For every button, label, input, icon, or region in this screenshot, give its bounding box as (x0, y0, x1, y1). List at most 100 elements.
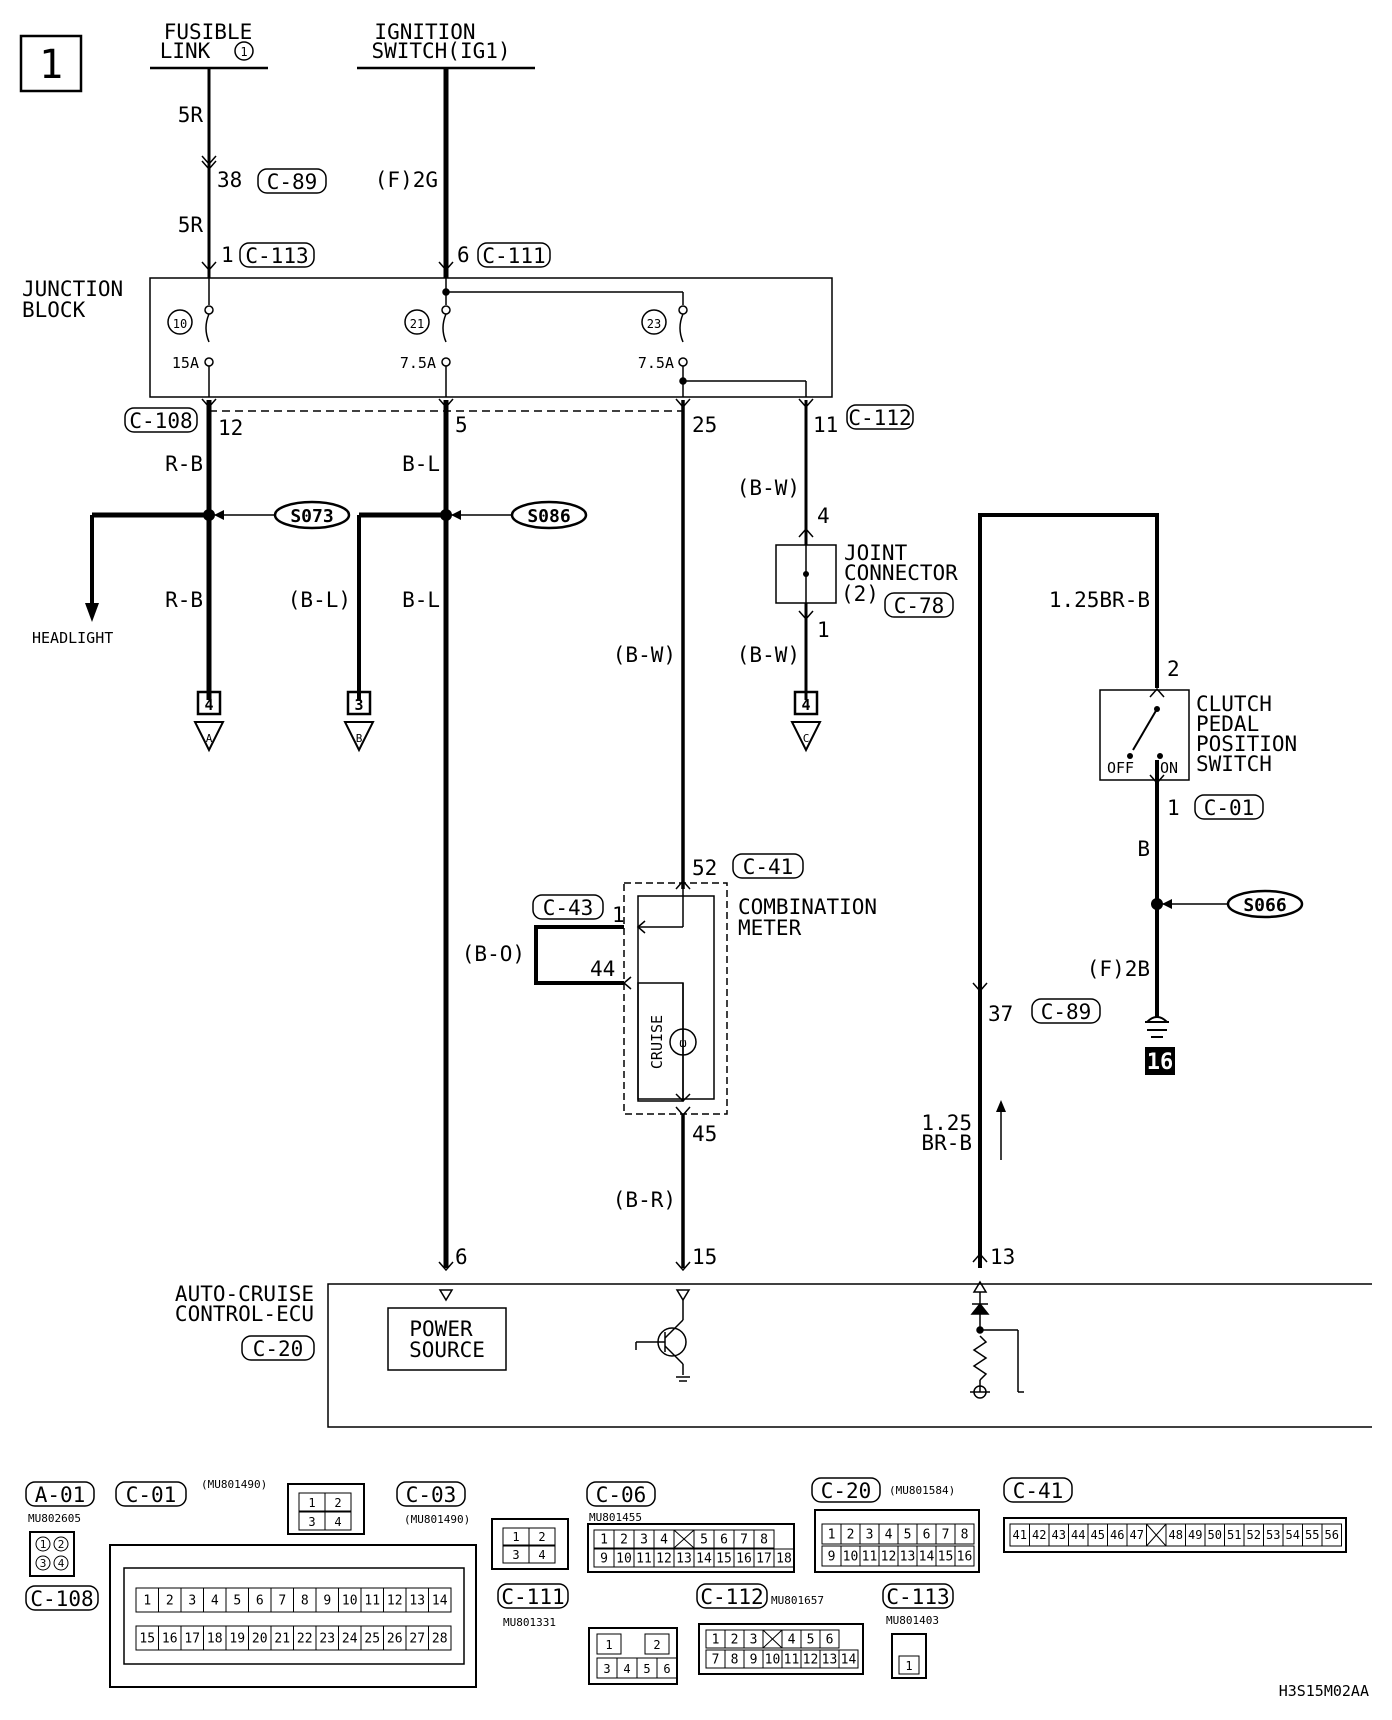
wire-brb-top: 1.25BR-B (1049, 588, 1150, 612)
c01-row2-pin: 26 (387, 1632, 403, 1647)
c01-row2-pin: 23 (319, 1632, 335, 1647)
tag-c43-text: C-43 (543, 896, 594, 920)
c06-row2-cell (773, 1548, 795, 1568)
c20-row2-pin: 14 (919, 1550, 935, 1565)
continuation-c: 4 C (790, 690, 822, 753)
wire-fuse-23 (675, 398, 691, 889)
splice-s086-label: S086 (527, 506, 570, 527)
clutch-switch-line3: POSITION (1196, 732, 1297, 756)
pin-44: 44 (590, 957, 615, 981)
wire-bw-b: (B-W) (613, 643, 676, 667)
c01-small-pin-3: 3 (308, 1515, 315, 1529)
c112-row1-pin: 5 (807, 1633, 815, 1648)
c20-row1-pin: 4 (885, 1528, 893, 1543)
c01-row2-pin: 21 (274, 1632, 290, 1647)
combination-meter-line1: COMBINATION (738, 895, 877, 919)
c111-part: MU801331 (503, 1616, 556, 1629)
continuation-a-box: 4 (204, 696, 213, 714)
c111-pin-4: 4 (623, 1662, 630, 1676)
c20-row1-pin: 5 (904, 1528, 912, 1543)
c06-row1-pin: 5 (700, 1533, 708, 1548)
c01-row1-pin: 9 (323, 1594, 331, 1609)
c111-pin-2: 2 (653, 1638, 660, 1652)
pin-25: 25 (692, 413, 717, 437)
connector-c111: C-111 MU801331 1 2 3 4 5 6 (497, 1583, 678, 1685)
c03-pin-1: 1 (512, 1530, 519, 1544)
joint-connector-line1: JOINT (844, 541, 908, 565)
c01-row2-pin: 17 (184, 1632, 200, 1647)
splice-s066: S066 (1151, 889, 1304, 919)
c06-row2-pin: 15 (716, 1552, 732, 1567)
c06-row2-pin: 9 (600, 1552, 608, 1567)
continuation-c-box: 4 (801, 696, 810, 714)
c01-row1-pin: 3 (188, 1594, 196, 1609)
switch-on: ON (1160, 759, 1178, 777)
connector-c113: C-113 MU801403 1 (882, 1583, 954, 1679)
current-direction-arrow (996, 1100, 1006, 1160)
splice-s073: S073 (85, 500, 351, 622)
pin-1-jc: 1 (817, 618, 830, 642)
wire-b: B (1137, 837, 1150, 861)
c01-row2-pin: 20 (252, 1632, 268, 1647)
pin-1-c113: 1 (221, 243, 234, 267)
fuse-21-num: 21 (410, 317, 424, 331)
cruise-label: CRUISE (648, 1015, 666, 1069)
c06-row2-pin: 13 (676, 1552, 692, 1567)
wire-br: (B-R) (613, 1188, 676, 1212)
continuation-a: 4 A (193, 690, 225, 753)
c06-row2-pin: 18 (776, 1552, 792, 1567)
c20-row2-pin: 12 (881, 1550, 897, 1565)
c06-row1-pin: 3 (640, 1533, 648, 1548)
c01-small-pin-1: 1 (308, 1496, 315, 1510)
c112-row1-pin: 1 (712, 1633, 720, 1648)
c06-row1-pin: 7 (740, 1533, 748, 1548)
c20-row1-pin: 6 (923, 1528, 931, 1543)
c01-row1-pin: 1 (143, 1594, 151, 1609)
c01-row1-pin: 14 (432, 1594, 448, 1609)
joint-connector: JOINT CONNECTOR (2) (775, 541, 958, 606)
junction-block-line2: BLOCK (22, 298, 86, 322)
a01-pin-2: 2 (58, 1538, 65, 1551)
fusible-link-num: 1 (240, 45, 247, 59)
c03-pin-2: 2 (538, 1530, 545, 1544)
c01-row1-pin: 10 (342, 1594, 358, 1609)
c01-row2-cell (428, 1625, 452, 1651)
pin-13: 13 (990, 1245, 1015, 1269)
ecu-line2: CONTROL-ECU (175, 1302, 314, 1326)
pin-37: 37 (988, 1002, 1013, 1026)
c06-row1-pin: 1 (600, 1533, 608, 1548)
c112-row1-pin: 4 (788, 1633, 796, 1648)
c03-part: (MU801490) (404, 1513, 470, 1526)
c41-row-pin: 44 (1071, 1528, 1085, 1542)
c01-row2-pin: 16 (162, 1632, 178, 1647)
wire-bw-c: (B-W) (737, 643, 800, 667)
c06-row2-pin: 16 (736, 1552, 752, 1567)
ignition-line2: SWITCH(IG1) (371, 39, 510, 63)
c20-part: (MU801584) (889, 1484, 955, 1497)
splice-s073-label: S073 (290, 506, 333, 527)
c112-row2-pin: 11 (784, 1653, 800, 1668)
c112-row1-pin: 3 (750, 1633, 758, 1648)
c111-pin-5: 5 (643, 1662, 650, 1676)
wire-rb-b: R-B (165, 588, 203, 612)
pin-52: 52 (692, 856, 717, 880)
pin-11: 11 (813, 413, 838, 437)
c41-row-pin: 42 (1032, 1528, 1046, 1542)
c06-row1-pin: 2 (620, 1533, 628, 1548)
pin-5: 5 (455, 413, 468, 437)
c41-row-pin: 55 (1305, 1528, 1319, 1542)
c111-pin-1: 1 (605, 1638, 612, 1652)
c41-row-pin: 52 (1247, 1528, 1261, 1542)
joint-connector-line2: CONNECTOR (844, 561, 958, 585)
tag-c108-text: C-108 (129, 409, 192, 433)
c01-row1-pin: 12 (387, 1594, 403, 1609)
power-source-line1: POWER (409, 1317, 473, 1341)
c41-row-blank-mark (1146, 1523, 1167, 1547)
c20-row1-cell (954, 1523, 975, 1545)
continuation-a-letter: A (206, 732, 213, 745)
c01-row2-pin: 22 (297, 1632, 313, 1647)
wire-bo-loop (534, 925, 624, 985)
